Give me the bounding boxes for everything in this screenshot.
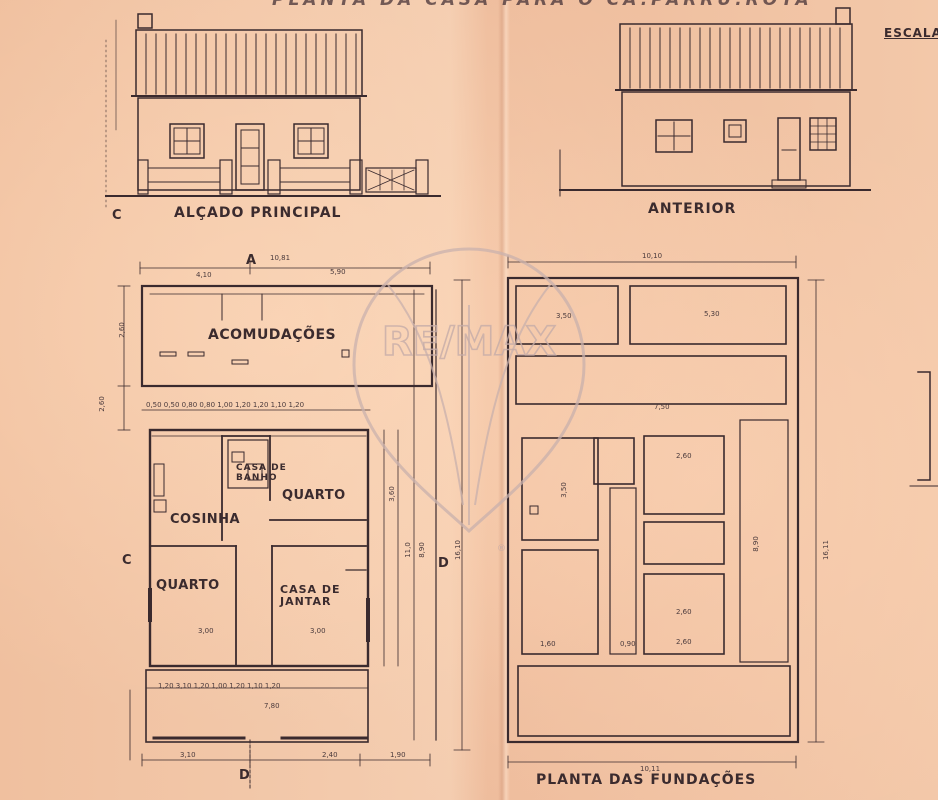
room-quarto-2: QUARTO xyxy=(156,578,220,593)
section-mark-a: A xyxy=(246,253,258,268)
dim-found-right: 16,11 xyxy=(822,539,831,561)
remax-watermark: RE/MAX xyxy=(352,247,586,534)
dim-found-1: 3,50 xyxy=(556,312,572,320)
dim-bottom-left: 3,10 xyxy=(180,751,196,759)
dim-found-9: 2,60 xyxy=(676,638,692,646)
dim-quarto-width: 3,00 xyxy=(198,627,214,635)
dim-found-top: 10,10 xyxy=(642,252,663,260)
section-mark-d-right: D xyxy=(438,556,450,571)
back-elevation-label: ANTERIOR xyxy=(648,201,737,217)
scale-label: ESCALA xyxy=(884,26,938,40)
dim-right-4: 16,10 xyxy=(454,539,463,561)
room-cozinha: COSINHA xyxy=(170,512,241,527)
dim-found-7: 1,60 xyxy=(540,640,556,648)
front-elevation-label: ALÇADO PRINCIPAL xyxy=(174,205,342,221)
room-quarto-1: QUARTO xyxy=(282,488,346,503)
section-mark-c-top: C xyxy=(112,208,123,223)
dim-bottom-far: 1,90 xyxy=(390,751,406,759)
dim-found-bottom: 10,11 xyxy=(640,765,661,773)
dim-bottom-total: 7,80 xyxy=(264,702,280,710)
dim-found-4: 2,60 xyxy=(676,452,692,460)
foundation-plan-drawing xyxy=(506,255,825,769)
dim-left-2: 2,60 xyxy=(97,396,106,412)
dim-top-right: 5,90 xyxy=(330,268,346,276)
watermark-text: RE/MAX xyxy=(382,319,556,365)
dim-found-3: 7,50 xyxy=(654,403,670,411)
section-mark-c-mid: C xyxy=(122,553,133,568)
dim-right-2: 11,0 xyxy=(403,542,412,558)
room-acomodacoes: ACOMUDAÇÕES xyxy=(208,327,337,343)
dim-found-right2: 8,90 xyxy=(751,536,760,552)
back-elevation-drawing xyxy=(559,7,871,197)
dim-right-3: 8,90 xyxy=(417,542,426,558)
room-casa-jantar: CASA DE JANTAR xyxy=(280,583,341,608)
room-casa-banho: CASA DE BANHO xyxy=(236,463,287,483)
dim-right-1: 3,60 xyxy=(387,486,396,502)
dim-interior-row: 0,50 0,50 0,80 0,80 1,00 1,20 1,20 1,10 … xyxy=(146,401,305,409)
dim-left-1: 2,60 xyxy=(117,322,126,338)
dim-top-total: 10,81 xyxy=(270,254,291,262)
dim-cozinha-width: 3,00 xyxy=(310,627,326,635)
dim-bottom-right: 2,40 xyxy=(322,751,338,759)
dim-found-5: 3,50 xyxy=(559,482,568,498)
dim-found-8: 0,90 xyxy=(620,640,636,648)
dim-top-left: 4,10 xyxy=(196,271,212,279)
cut-off-drawing-fragment xyxy=(917,371,931,481)
floor-plan-drawing xyxy=(117,261,471,791)
front-elevation-drawing xyxy=(105,13,441,211)
dim-bottom-row: 1,20 3,10 1,20 1,00 1,20 1,10 1,20 xyxy=(158,682,281,690)
dim-found-6: 2,60 xyxy=(676,608,692,616)
watermark-registered-mark: ® xyxy=(497,544,507,554)
dim-found-2: 5,30 xyxy=(704,310,720,318)
sheet-title: PLANTA DA CASA PARA O CA.PARRU.ROTA xyxy=(272,0,813,10)
section-mark-d-bottom: D xyxy=(239,768,251,783)
foundation-plan-label: PLANTA DAS FUNDAÇÕES xyxy=(536,772,757,788)
